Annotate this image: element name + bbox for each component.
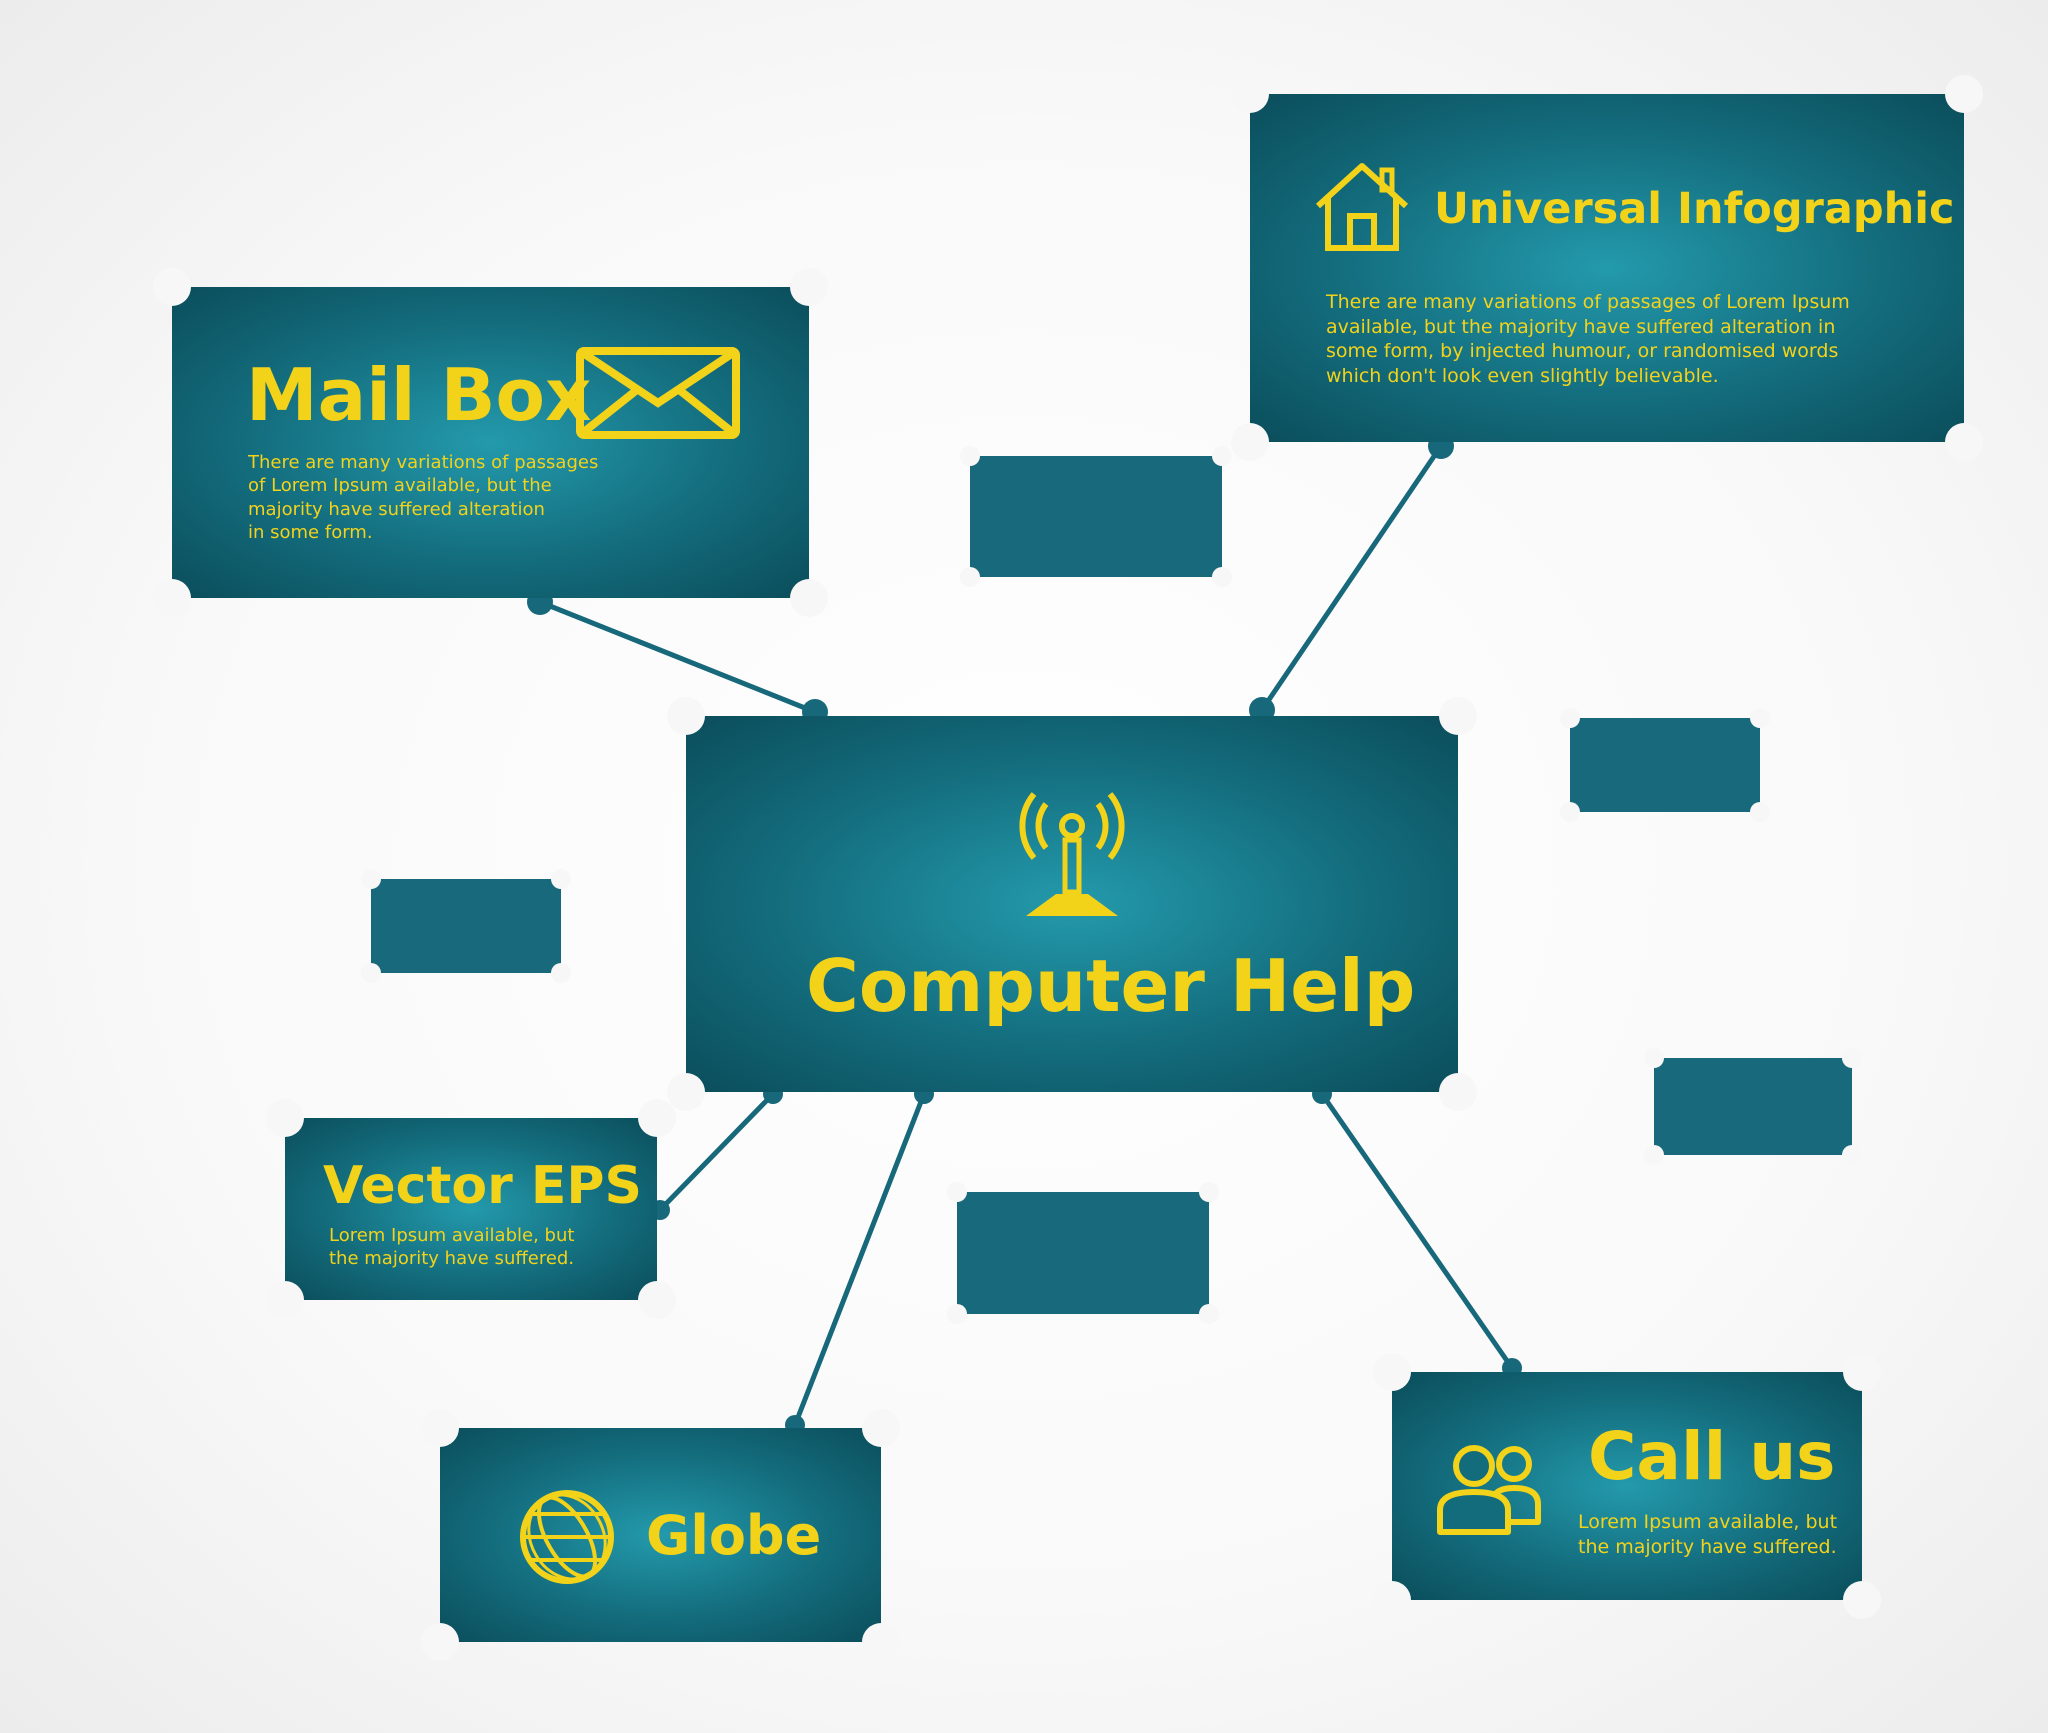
call-us-description: Lorem Ipsum available, but the majority …: [1578, 1510, 1837, 1559]
universal-infographic-description-line: available, but the majority have suffere…: [1326, 315, 1836, 338]
connector-mail-box: [539, 599, 816, 715]
mail-box-description-line: in some form.: [248, 522, 373, 544]
universal-infographic-description-line: some form, by injected humour, or random…: [1326, 340, 1839, 363]
placeholder-card: [1644, 1048, 1862, 1165]
connector-call-us: [1319, 1092, 1515, 1370]
house-icon: [1312, 158, 1412, 252]
placeholder-card: [361, 869, 571, 983]
placeholder-card: [1560, 708, 1770, 822]
call-us-description-line: the majority have suffered.: [1578, 1535, 1837, 1558]
antenna-icon: [1016, 786, 1128, 920]
call-us-card: Call us Lorem Ipsum available, but the m…: [1373, 1353, 1881, 1619]
mail-box-description-line: majority have suffered alteration: [248, 498, 545, 520]
universal-infographic-description-line: which don't look even slightly believabl…: [1326, 365, 1719, 388]
computer-help-card: Computer Help: [667, 697, 1477, 1111]
envelope-icon: [576, 347, 740, 439]
placeholder-card: [960, 446, 1232, 587]
vector-eps-description-line: Lorem Ipsum available, but: [329, 1225, 575, 1246]
connector-globe: [792, 1093, 927, 1426]
placeholder-card: [947, 1182, 1219, 1324]
computer-help-title: Computer Help: [806, 944, 1416, 1028]
mail-box-description: There are many variations of passages of…: [248, 451, 598, 545]
globe-card: Globe: [421, 1409, 900, 1661]
globe-title: Globe: [646, 1504, 822, 1567]
connector-vector-eps: [658, 1092, 775, 1212]
vector-eps-title: Vector EPS: [323, 1156, 642, 1216]
vector-eps-description: Lorem Ipsum available, but the majority …: [329, 1224, 574, 1271]
mail-box-description-line: of Lorem Ipsum available, but the: [248, 475, 552, 497]
connector-universal-infographic: [1259, 444, 1444, 712]
universal-infographic-description-line: There are many variations of passages of…: [1326, 291, 1850, 313]
vector-eps-description-line: the majority have suffered.: [329, 1248, 575, 1270]
call-us-description-line: Lorem Ipsum available, but: [1578, 1511, 1838, 1533]
users-icon: [1434, 1440, 1546, 1536]
mail-box-description-line: There are many variations of passages: [248, 452, 599, 473]
mail-box-title: Mail Box: [246, 353, 592, 437]
call-us-title: Call us: [1588, 1418, 1836, 1495]
globe-icon: [518, 1488, 616, 1586]
universal-infographic-description: There are many variations of passages of…: [1326, 290, 1850, 389]
universal-infographic-card: Universal Infographic There are many var…: [1231, 75, 1983, 461]
mail-box-card: Mail Box There are many variations of pa…: [153, 268, 828, 617]
vector-eps-card: Vector EPS Lorem Ipsum available, but th…: [266, 1099, 676, 1319]
universal-infographic-title: Universal Infographic: [1434, 184, 1955, 234]
